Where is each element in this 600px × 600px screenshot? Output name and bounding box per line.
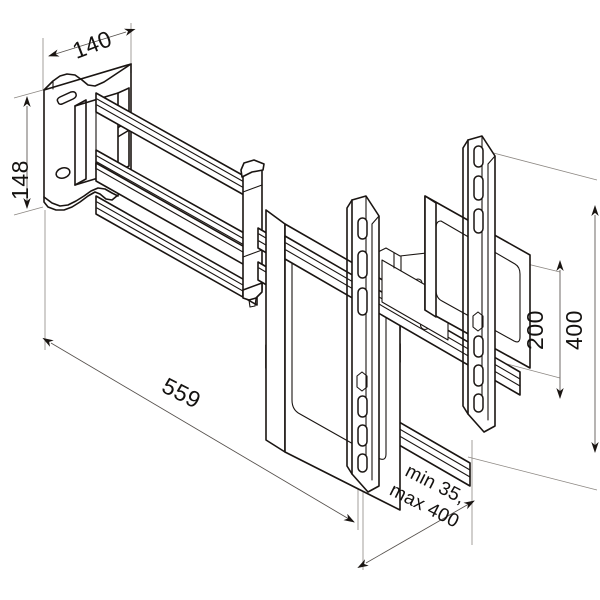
left-rail-latch xyxy=(356,371,368,392)
lower-arm-body-lower xyxy=(95,195,258,306)
right-rail-slot-1 xyxy=(473,145,484,168)
upper-arm-lower-crease-1 xyxy=(96,155,254,245)
left-vertical-vesa-rail xyxy=(346,195,380,493)
left-rail-slot-2 xyxy=(357,250,368,279)
left-rail-left-flange xyxy=(346,199,353,475)
tv-plate-left-edge-fold xyxy=(265,209,286,453)
left-rail-slot-3 xyxy=(357,287,368,316)
ext-line-plate-top xyxy=(13,89,44,99)
tilt-bracket-tabs xyxy=(393,252,402,272)
wall-plate-hole-lower-left xyxy=(55,167,71,179)
left-rail-creases xyxy=(365,195,380,481)
lower-arm-crease-u1 xyxy=(96,168,258,261)
dim-line-559 xyxy=(42,337,355,523)
right-rail-slot-3 xyxy=(473,208,484,234)
left-rail-slot-6 xyxy=(357,453,368,473)
wall-plate-top-flange xyxy=(43,63,132,91)
dim-line-140 xyxy=(48,28,136,57)
dim-label-200: 200 xyxy=(522,310,548,350)
dim-label-148: 148 xyxy=(7,160,33,200)
upper-arm-crease-1 xyxy=(96,98,254,188)
elbow-barrel-bands xyxy=(242,184,263,258)
left-rail-slot-5 xyxy=(357,424,368,447)
right-rail-slot-6 xyxy=(473,393,484,413)
right-rail-latch xyxy=(472,311,484,332)
ext-line-plate-bottom xyxy=(13,206,44,216)
right-panel-left-fold xyxy=(424,195,437,318)
ext-line-400-top xyxy=(481,149,598,181)
right-rail-left-flange xyxy=(462,139,469,415)
dim-line-range xyxy=(357,500,475,568)
wall-plate-flange-edges xyxy=(52,63,132,90)
right-rail-slot-2 xyxy=(473,175,484,201)
elbow-top-bolt xyxy=(240,159,265,178)
right-rail-slot-4 xyxy=(473,335,484,358)
dim-label-400: 400 xyxy=(561,310,587,350)
wall-plate-slot-upper-left xyxy=(56,91,77,105)
lower-arm-crease-l1 xyxy=(96,201,258,294)
lower-articulating-arm xyxy=(95,162,258,306)
left-rail-slot-1 xyxy=(357,217,368,240)
left-rail-slot-4 xyxy=(357,395,368,418)
upper-arm-lower-crease-2 xyxy=(96,161,254,251)
right-vertical-vesa-rail xyxy=(462,135,496,433)
ext-line-400-bottom xyxy=(467,456,598,491)
upper-arm-crease-2 xyxy=(96,104,254,194)
right-rail-slot-5 xyxy=(473,364,484,387)
elbow-bottom-pin xyxy=(248,297,257,308)
lower-arm-crease-l2 xyxy=(96,207,258,300)
pivot-bracket-left-flange xyxy=(74,99,87,186)
wall-plate-bottom-flange xyxy=(43,187,119,207)
dimension-lines-group xyxy=(23,28,599,568)
